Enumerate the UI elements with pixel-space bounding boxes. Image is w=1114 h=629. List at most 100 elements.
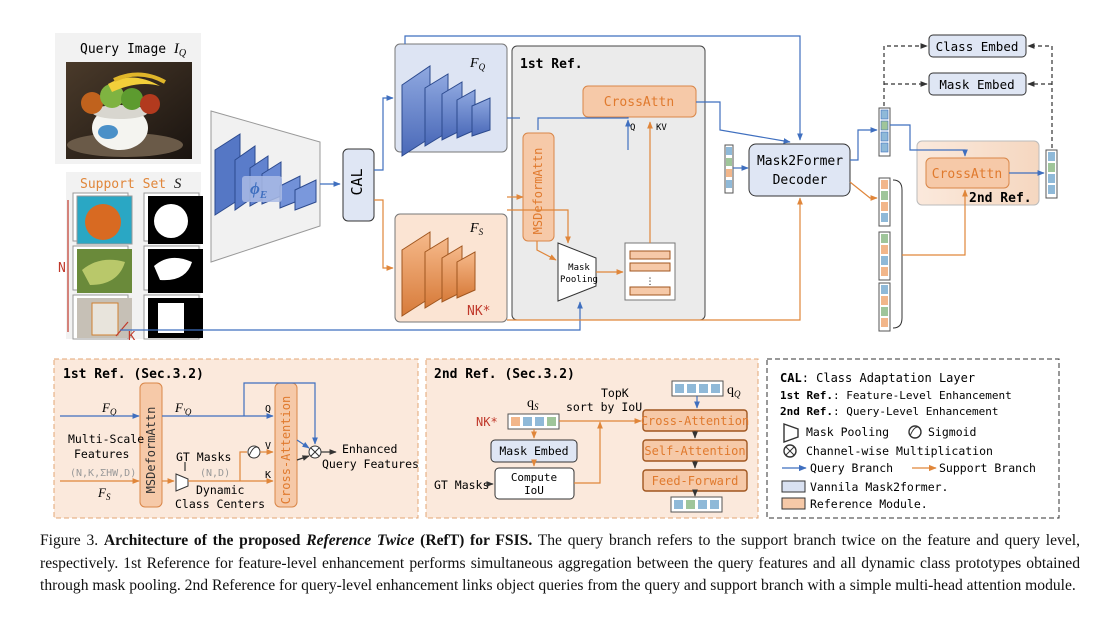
caption-fig: Figure 3. [40,532,99,549]
panel1-q-port: Q [265,404,271,415]
panel1-multiscale-2: Features [74,447,129,461]
panel2-self-attention-label: Self-Attention [644,444,745,458]
panel1-fq-prime-label: F′Q [174,400,192,417]
legend-query-branch: Query Branch [810,461,893,475]
panel1-arrows [60,382,337,484]
panel1-dims-nd: (N,D) [200,468,230,479]
panel1-crossattn-label: Cross-Attention [279,396,293,504]
token-column-support-3 [878,282,891,332]
token-column-output [1045,149,1058,199]
query-image-label: Query Image IQ [80,41,187,59]
panel1-dims-nk: (N,K,ΣHW,D) [70,468,136,479]
legend-first: 1st Ref.: Feature-Level Enhancement [780,389,1012,402]
center-dots: ⋮ [646,277,655,287]
caption-bold-italic: Reference Twice [306,532,415,549]
fs-pyramid [401,231,476,317]
panel1-msdeform-box [139,382,163,508]
support-images [72,192,203,340]
class-embed-label: Class Embed [936,39,1019,54]
panel2-topk-1: TopK [601,386,629,400]
k-label: K [128,329,136,343]
panel2-cross-attention-label: Cross-Attention [641,414,749,428]
legend-sigmoid: Sigmoid [928,425,976,439]
msdeform-box [522,132,555,242]
panel2-feed-forward-label: Feed-Forward [652,474,739,488]
fq-label: FQ [469,56,486,72]
fq-pyramid [401,65,491,157]
figure-caption: Figure 3. Architecture of the proposed R… [40,530,1080,598]
top-arrows [120,35,1045,331]
panel2-gt-masks: GT Masks [434,478,489,492]
second-ref-title: 2nd Ref. [969,191,1032,206]
panel1-fs-label: FS [97,485,111,502]
panel2-nk-label: NK* [476,415,498,429]
n-label: N [58,261,66,276]
legend-mask-pooling: Mask Pooling [806,425,889,439]
k-bracket [115,321,129,337]
msdeform-label: MSDeformAttn [531,148,545,235]
panel1-msdeform-label: MSDeformAttn [144,407,158,494]
legend-support-branch: Support Branch [939,461,1036,475]
legend-reference: Reference Module. [810,497,928,511]
panel2-qs-label: qS [527,396,539,412]
backbone-label-box [242,176,282,202]
mask2former-decoder-box [748,143,851,197]
token-column-support-1 [878,177,891,227]
legend-reference-swatch [781,497,806,510]
legend-vanilla: Vannila Mask2former. [810,480,948,494]
caption-bold-1: Architecture of the proposed [103,532,301,549]
mask-embed-box [928,72,1027,96]
panel1-v-port: V [265,441,271,452]
legend-second: 2nd Ref.: Query-Level Enhancement [780,405,999,418]
class-embed-box [928,34,1027,58]
crossattn-label: CrossAttn [604,95,674,110]
first-ref-title: 1st Ref. [520,57,583,72]
legend-sigmoid-icon [908,425,922,439]
mask-pooling-label-1: Mask [568,263,590,273]
caption-text: The query branch refers to the support b… [40,532,1081,594]
panel1-k-port: K [265,470,271,481]
crossattn2-label: CrossAttn [932,167,1002,182]
nk-label: NK* [467,304,490,319]
legend-panel [766,358,1060,519]
panel1-title: 1st Ref. (Sec.3.2) [63,367,204,382]
center-token [629,262,671,272]
legend-channel-mult: Channel-wise Multiplication [806,444,993,458]
dashed-embed-arrows [883,43,1053,148]
token-column-support-2 [878,231,891,281]
panel2-query-queries [671,380,724,397]
panel2-arrows [486,396,700,497]
panel1-dyn-1: Dynamic [196,483,244,497]
panel1-multiscale-1: Multi-Scale [68,432,144,446]
cal-box [342,148,375,222]
panel1-mask-pooling-icon [175,473,189,492]
mask2former-label-2: Decoder [773,173,828,188]
kv-port-label: KV [656,123,667,133]
panel2-compute-2: IoU [524,484,544,497]
center-token [629,286,671,296]
legend-mask-pooling-icon [783,423,799,443]
panel1-enhanced-1: Enhanced [342,442,397,456]
panel1-dyn-2: Class Centers [175,497,265,511]
legend-vanilla-swatch [781,480,806,493]
mask-embed-label: Mask Embed [939,77,1014,92]
query-image [66,62,192,159]
mask-pooling-label-2: Pooling [560,275,598,285]
backbone-label: ϕE [250,179,267,201]
support-set-label: Support Set S [80,176,182,192]
support-bracket [892,179,903,329]
panel2-support-queries [507,413,560,430]
legend-cal: CAL: Class Adaptation Layer [780,371,975,385]
panel2-output-queries [670,496,723,513]
panel2-compute-1: Compute [511,471,557,484]
mask-pooling-shape [557,242,597,302]
cal-label: CAL [348,168,366,195]
q-port-label: Q [630,123,635,133]
panel1-enhanced-2: Query Features [322,457,419,471]
fs-label: FS [469,221,484,237]
panel2-qq-label: qQ [727,383,741,399]
token-column-query [878,107,891,157]
panel1-gt-masks: GT Masks [176,450,231,464]
panel2-topk-2: sort by IoU [566,400,642,414]
